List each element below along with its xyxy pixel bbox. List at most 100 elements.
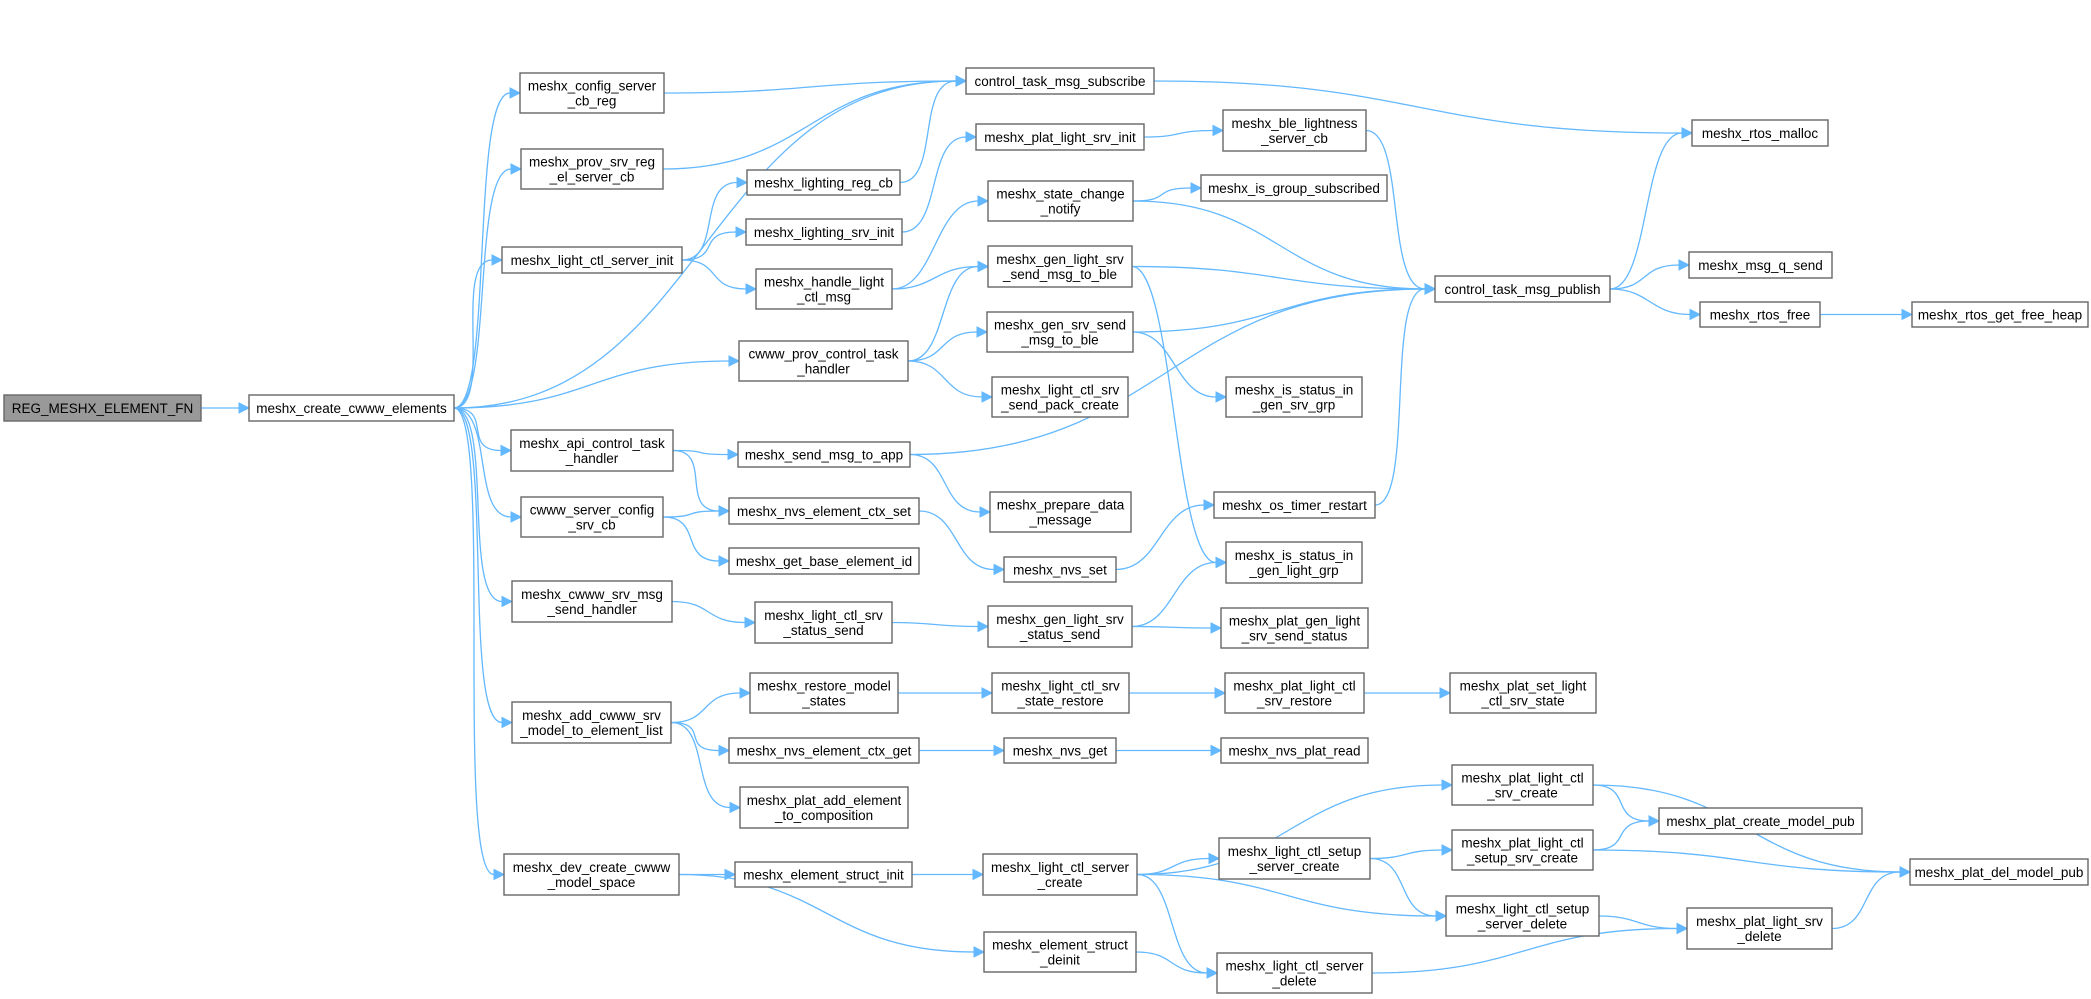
arrowhead-icon	[729, 801, 742, 814]
node-add-cwww[interactable]: meshx_add_cwww_srv_model_to_element_list	[511, 701, 672, 744]
node-is-group-sub[interactable]: meshx_is_group_subscribed	[1200, 174, 1388, 202]
node-send-to-app[interactable]: meshx_send_msg_to_app	[737, 441, 911, 468]
node-struct-init[interactable]: meshx_element_struct_init	[734, 861, 913, 888]
node-dev-create[interactable]: meshx_dev_create_cwww_model_space	[503, 853, 680, 896]
arrowhead-icon	[510, 511, 523, 523]
node-state-change[interactable]: meshx_state_change_notify	[987, 180, 1134, 222]
node-cwww-prov-control[interactable]: cwww_prov_control_task_handler	[738, 340, 909, 382]
node-label: meshx_lighting_reg_cb	[754, 176, 893, 191]
node-nvs-ctx-get[interactable]: meshx_nvs_element_ctx_get	[728, 737, 920, 764]
edge-config_cb_reg-to-subscribe	[663, 75, 968, 94]
node-label: _state_restore	[1016, 694, 1103, 709]
node-nvs-get[interactable]: meshx_nvs_get	[1003, 737, 1117, 764]
node-gen-light-ble[interactable]: meshx_gen_light_srv_send_msg_to_ble	[987, 245, 1133, 288]
arrowhead-icon	[972, 868, 985, 881]
node-del-model-pub[interactable]: meshx_plat_del_model_pub	[1909, 858, 2089, 886]
edge-gen_light_status-to-status_gen_light	[1131, 556, 1228, 628]
node-publish[interactable]: control_task_msg_publish	[1434, 275, 1611, 303]
node-free-heap[interactable]: meshx_rtos_get_free_heap	[1911, 301, 2089, 328]
arrowhead-icon	[1441, 779, 1454, 791]
node-label: meshx_light_ctl_server	[991, 860, 1130, 875]
node-cwww-srv-msg[interactable]: meshx_cwww_srv_msg_send_handler	[511, 580, 673, 623]
node-plat-ctl-restore[interactable]: meshx_plat_light_ctl_srv_restore	[1224, 672, 1365, 714]
node-label: meshx_plat_add_element	[747, 793, 902, 808]
node-ctl-status-send[interactable]: meshx_light_ctl_srv_status_send	[754, 601, 893, 644]
node-box	[520, 496, 664, 538]
node-label: meshx_plat_light_srv	[1696, 914, 1823, 929]
node-rtos-free[interactable]: meshx_rtos_free	[1699, 301, 1821, 328]
node-label: _status_send	[782, 623, 863, 638]
node-label: _states	[801, 694, 846, 709]
node-box	[987, 605, 1133, 648]
node-prepare-data[interactable]: meshx_prepare_data_message	[989, 491, 1132, 533]
arrowhead-icon	[1424, 283, 1437, 295]
node-state-restore[interactable]: meshx_light_ctl_srv_state_restore	[991, 672, 1130, 714]
node-plat-setup-srv-create[interactable]: meshx_plat_light_ctl_setup_srv_create	[1451, 829, 1594, 871]
node-lighting-srv-init[interactable]: meshx_lighting_srv_init	[745, 218, 903, 246]
node-struct-deinit[interactable]: meshx_element_struct_deinit	[983, 931, 1137, 973]
node-gen-srv-ble[interactable]: meshx_gen_srv_send_msg_to_ble	[986, 311, 1134, 353]
node-plat-srv-delete[interactable]: meshx_plat_light_srv_delete	[1686, 907, 1833, 950]
node-rtos-malloc[interactable]: meshx_rtos_malloc	[1691, 119, 1829, 147]
node-plat-gen-light[interactable]: meshx_plat_gen_light_srv_send_status	[1220, 607, 1369, 649]
node-config-cb-reg[interactable]: meshx_config_server_cb_reg	[519, 72, 665, 114]
node-status-gen-srv[interactable]: meshx_is_status_in_gen_srv_grp	[1225, 376, 1363, 418]
node-light-ctl-server-init[interactable]: meshx_light_ctl_server_init	[501, 246, 683, 274]
edge-server_create-to-server_delete	[1136, 873, 1219, 979]
node-setup-server-delete[interactable]: meshx_light_ctl_setup_server_delete	[1445, 895, 1600, 937]
node-prov-srv-reg[interactable]: meshx_prov_srv_reg_el_server_cb	[520, 148, 664, 190]
node-status-gen-light[interactable]: meshx_is_status_in_gen_light_grp	[1225, 541, 1363, 584]
arrowhead-icon	[1439, 687, 1452, 699]
arrowhead-icon	[745, 283, 758, 295]
edge-line	[1371, 927, 1678, 974]
node-nvs-set[interactable]: meshx_nvs_set	[1003, 556, 1117, 583]
node-label: meshx_is_status_in	[1235, 383, 1354, 398]
node-label: _srv_cb	[567, 518, 615, 533]
node-label: meshx_light_ctl_setup	[1456, 902, 1590, 917]
node-label: _srv_restore	[1256, 694, 1332, 709]
node-api-control[interactable]: meshx_api_control_task_handler	[510, 429, 674, 472]
node-plat-add-element[interactable]: meshx_plat_add_element_to_composition	[739, 786, 909, 829]
edge-create_cwww-to-cwww_server_config	[453, 407, 523, 523]
arrowhead-icon	[1203, 499, 1216, 511]
node-plat-create-pub[interactable]: meshx_plat_create_model_pub	[1658, 807, 1863, 835]
node-label: meshx_cwww_srv_msg	[521, 587, 663, 602]
node-box	[1213, 491, 1376, 519]
edge-line	[1143, 129, 1214, 138]
arrowhead-icon	[993, 563, 1006, 576]
node-box	[1216, 952, 1373, 994]
node-label: meshx_plat_gen_light	[1229, 614, 1361, 629]
edge-line	[670, 721, 720, 752]
node-label: meshx_handle_light	[764, 275, 884, 290]
node-ble-lightness[interactable]: meshx_ble_lightness_server_cb	[1222, 109, 1367, 152]
edge-line	[672, 449, 729, 456]
node-subscribe[interactable]: control_task_msg_subscribe	[965, 67, 1155, 95]
arrowhead-icon	[1678, 259, 1691, 271]
node-send-pack[interactable]: meshx_light_ctl_srv_send_pack_create	[991, 376, 1129, 418]
node-base-element[interactable]: meshx_get_base_element_id	[728, 547, 920, 575]
edge-line	[891, 200, 979, 290]
node-setup-server-create[interactable]: meshx_light_ctl_setup_server_create	[1218, 837, 1371, 880]
node-lighting-reg-cb[interactable]: meshx_lighting_reg_cb	[746, 169, 901, 196]
node-gen-light-status[interactable]: meshx_gen_light_srv_status_send	[987, 605, 1133, 648]
node-plat-ctl-srv-create[interactable]: meshx_plat_light_ctl_srv_create	[1451, 764, 1594, 806]
node-box	[520, 148, 664, 190]
edge-struct_deinit-to-server_delete	[1135, 951, 1219, 979]
node-box	[991, 376, 1129, 418]
node-plat-set-state[interactable]: meshx_plat_set_light_ctl_srv_state	[1449, 672, 1597, 714]
node-create-cwww[interactable]: meshx_create_cwww_elements	[248, 394, 455, 422]
node-nvs-plat-read[interactable]: meshx_nvs_plat_read	[1220, 737, 1369, 764]
node-label: _handler	[565, 451, 619, 466]
node-timer-restart[interactable]: meshx_os_timer_restart	[1213, 491, 1376, 519]
node-server-create[interactable]: meshx_light_ctl_server_create	[982, 853, 1138, 896]
node-server-delete[interactable]: meshx_light_ctl_server_delete	[1216, 952, 1373, 994]
node-restore-model[interactable]: meshx_restore_model_states	[749, 672, 899, 714]
node-reg[interactable]: REG_MESHX_ELEMENT_FN	[3, 394, 202, 422]
edge-publish-to-msg_q_send	[1609, 259, 1691, 290]
node-handle-light[interactable]: meshx_handle_light_ctl_msg	[755, 268, 893, 310]
arrowhead-icon	[739, 687, 752, 699]
node-msg-q-send[interactable]: meshx_msg_q_send	[1688, 251, 1833, 279]
node-plat-light-srv-init[interactable]: meshx_plat_light_srv_init	[975, 123, 1145, 151]
node-nvs-ctx-set[interactable]: meshx_nvs_element_ctx_set	[728, 497, 920, 525]
node-cwww-server-config[interactable]: cwww_server_config_srv_cb	[520, 496, 664, 538]
